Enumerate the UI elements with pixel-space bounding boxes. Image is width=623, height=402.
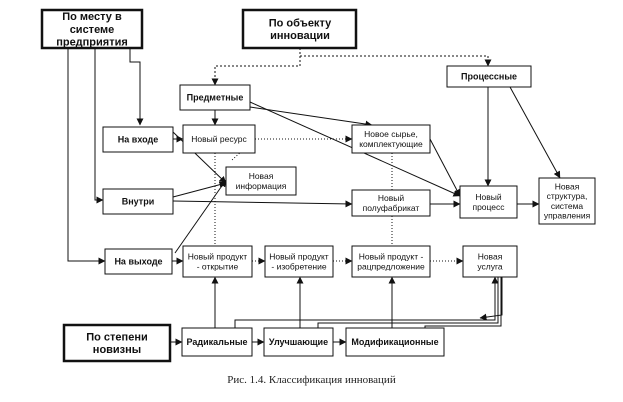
label-line: - открытие bbox=[197, 261, 239, 271]
box-prod-discovery bbox=[182, 245, 253, 278]
label-subject: Предметные bbox=[187, 93, 244, 103]
label-line: Радикальные bbox=[186, 337, 247, 347]
label-improving: Улучшающие bbox=[269, 337, 328, 347]
box-improving bbox=[263, 327, 334, 357]
label-line: По месту в bbox=[62, 11, 122, 23]
label-line: По степени bbox=[86, 332, 147, 344]
label-line: Новое сырье, bbox=[364, 129, 418, 139]
boxes bbox=[40, 8, 596, 363]
label-line: система bbox=[551, 201, 584, 211]
box-new-resource bbox=[182, 124, 256, 154]
label-line: системе bbox=[70, 24, 115, 36]
label-line: инновации bbox=[270, 30, 330, 42]
label-input: На входе bbox=[118, 135, 158, 145]
figure-caption: Рис. 1.4. Классификация инноваций bbox=[227, 374, 396, 386]
label-modifying: Модификационные bbox=[351, 337, 438, 347]
label-line: На входе bbox=[118, 135, 158, 145]
label-line: Внутри bbox=[122, 197, 155, 207]
label-line: Новый продукт bbox=[269, 252, 328, 262]
box-new-service bbox=[462, 245, 518, 278]
box-process bbox=[446, 65, 532, 88]
label-line: Предметные bbox=[187, 93, 244, 103]
connectors bbox=[67, 48, 561, 346]
box-output bbox=[104, 248, 173, 275]
label-line: новизны bbox=[93, 344, 141, 356]
label-line: Новый bbox=[475, 192, 501, 202]
label-line: услуга bbox=[477, 261, 503, 271]
label-output: На выходе bbox=[114, 257, 162, 267]
label-new-resource: Новый ресурс bbox=[191, 134, 247, 144]
label-line: Новая bbox=[249, 171, 274, 181]
label-line: полуфабрикат bbox=[363, 203, 420, 213]
label-line: предприятия bbox=[56, 37, 128, 49]
label-radical: Радикальные bbox=[186, 337, 247, 347]
label-line: Улучшающие bbox=[269, 337, 328, 347]
label-line: Новая bbox=[555, 181, 580, 191]
box-new-semi bbox=[351, 189, 431, 217]
label-process: Процессные bbox=[461, 72, 517, 82]
label-new-raw: Новое сырье,комплектующие bbox=[359, 129, 423, 149]
label-line: Процессные bbox=[461, 72, 517, 82]
label-line: процесс bbox=[472, 202, 505, 212]
box-inside bbox=[102, 188, 174, 215]
label-line: информация bbox=[236, 181, 287, 191]
label-prod-invention: Новый продукт- изобретение bbox=[269, 252, 328, 272]
label-line: Новый ресурс bbox=[191, 134, 247, 144]
box-new-raw bbox=[351, 124, 431, 154]
label-line: рацпредложение bbox=[357, 261, 425, 271]
box-degree bbox=[62, 323, 172, 363]
box-radical bbox=[181, 327, 253, 357]
box-subject bbox=[179, 84, 251, 111]
label-line: структура, bbox=[547, 191, 588, 201]
label-prod-discovery: Новый продукт- открытие bbox=[188, 252, 247, 272]
label-line: Новая bbox=[478, 252, 503, 262]
label-line: На выходе bbox=[114, 257, 162, 267]
box-prod-rationalization bbox=[351, 245, 431, 278]
box-new-process bbox=[459, 185, 518, 219]
label-prod-rationalization: Новый продукт -рацпредложение bbox=[357, 252, 425, 272]
label-line: Новый продукт - bbox=[359, 252, 424, 262]
label-inside: Внутри bbox=[122, 197, 155, 207]
label-line: комплектующие bbox=[359, 139, 423, 149]
box-input bbox=[102, 126, 174, 153]
label-line: Новый продукт bbox=[188, 252, 247, 262]
box-object bbox=[241, 8, 358, 50]
box-prod-invention bbox=[264, 245, 334, 278]
label-line: По объекту bbox=[269, 18, 332, 30]
label-line: управления bbox=[544, 211, 591, 221]
box-new-structure bbox=[538, 177, 596, 225]
label-line: Новый bbox=[378, 193, 404, 203]
box-place bbox=[40, 8, 144, 50]
box-modifying bbox=[345, 327, 445, 357]
label-line: - изобретение bbox=[271, 261, 326, 271]
box-new-info bbox=[225, 166, 297, 196]
label-line: Модификационные bbox=[351, 337, 438, 347]
